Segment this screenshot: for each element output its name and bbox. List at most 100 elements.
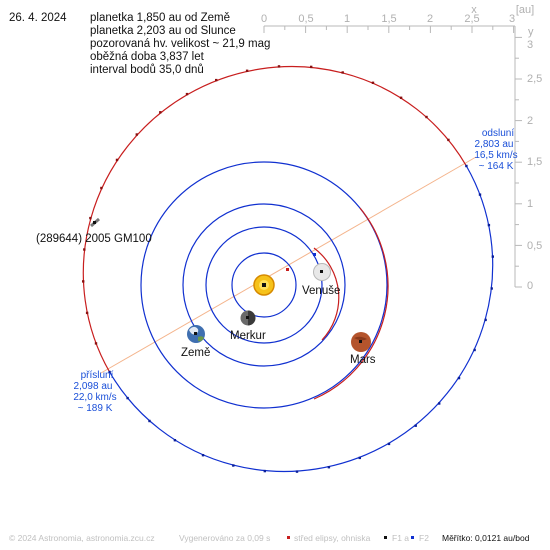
ellipse-center-marker <box>286 268 289 271</box>
y-tick-label: 1 <box>527 198 533 210</box>
orbit-point <box>100 186 103 190</box>
mars-label: Mars <box>350 354 376 366</box>
y-tick-label: 3 <box>527 39 533 51</box>
orbit-point <box>245 69 249 72</box>
aphelion-speed: 16,5 km/s <box>474 150 517 161</box>
orbit-point <box>457 376 461 380</box>
x-tick-label: 3 <box>509 13 515 25</box>
orbit-point <box>358 456 361 460</box>
period-text: oběžná doba 3,837 let <box>90 51 204 63</box>
orbit-point <box>83 248 86 251</box>
asteroid-orbit-red <box>82 65 467 373</box>
orbit-point <box>414 424 417 427</box>
orbit-point <box>185 92 189 96</box>
x-axis-letter: x <box>471 4 477 16</box>
orbit-point <box>201 454 205 457</box>
mars-orbit-red-arc <box>313 207 389 400</box>
earth-orbit <box>182 203 346 367</box>
x-tick-label: 1,5 <box>381 13 396 25</box>
orbit-point <box>126 396 129 400</box>
orbit-point <box>310 65 313 69</box>
perihelion-info: přísluní 2,098 au 22,0 km/s ~ 189 K <box>73 370 116 414</box>
scale-axes <box>263 25 522 288</box>
unit-label: [au] <box>516 4 534 16</box>
inner-red-arc <box>313 247 340 341</box>
perihelion-distance: 2,098 au <box>74 381 113 392</box>
orbit-point <box>277 65 281 68</box>
y-tick-label: 2,5 <box>527 73 542 85</box>
orbit-point <box>173 439 177 442</box>
orbit-point <box>473 348 476 352</box>
x-tick-marks <box>263 26 515 33</box>
x-tick-label: 2,5 <box>464 13 479 25</box>
focus-f2-marker <box>313 253 316 256</box>
mercury-orbit <box>231 252 297 318</box>
orbit-point <box>89 216 92 220</box>
perihelion-title: přísluní <box>81 370 114 381</box>
y-tick-label: 0,5 <box>527 240 542 252</box>
venus-marker <box>320 270 323 273</box>
f1-legend-text: F1 a <box>392 533 409 543</box>
aphelion-info: odsluní 2,803 au 16,5 km/s ~ 164 K <box>474 128 517 172</box>
distance-sun-text: planetka 2,203 au od Slunce <box>90 25 236 37</box>
orbit-point <box>399 96 403 99</box>
y-tick-label: 0 <box>527 280 533 292</box>
interval-text: interval bodů 35,0 dnů <box>90 64 204 76</box>
venus-orbit <box>205 226 323 344</box>
orbit-point <box>425 115 428 119</box>
orbit-point <box>484 318 487 322</box>
orbit-point <box>465 164 468 168</box>
mars <box>351 332 371 352</box>
perihelion-speed: 22,0 km/s <box>73 392 116 403</box>
x-tick-label: 0,5 <box>298 13 313 25</box>
x-tick-label: 1 <box>344 13 350 25</box>
mercury-shade <box>248 310 256 326</box>
sun-focus-marker <box>262 283 266 287</box>
asteroid <box>90 217 100 228</box>
mercury-label: Merkur <box>230 330 266 342</box>
mercury <box>240 310 256 326</box>
center-legend-text: střed elipsy, ohniska <box>294 533 371 543</box>
y-tick-label: 2 <box>527 115 533 127</box>
earth <box>187 325 205 343</box>
earth-land <box>198 336 204 342</box>
venus-label: Venuše <box>302 285 340 297</box>
asteroid-orbit-blue <box>109 165 494 473</box>
date-label: 26. 4. 2024 <box>9 12 67 24</box>
asteroid-orbit-points <box>82 65 494 473</box>
orbit-point <box>491 255 494 258</box>
earth-label: Země <box>181 347 210 359</box>
orbit-point <box>148 419 151 423</box>
orbit-point <box>490 287 493 290</box>
perihelion-temperature: ~ 189 K <box>78 403 113 414</box>
scale-text: Měřítko: 0,0121 au/bod <box>442 533 530 543</box>
x-tick-label: 2 <box>427 13 433 25</box>
orbit-point <box>387 442 391 446</box>
orbit-point <box>82 280 85 283</box>
f2-legend-marker <box>411 536 414 539</box>
magnitude-text: pozorovaná hv. velikost ~ 21,9 mag <box>90 38 271 50</box>
orbit-point <box>438 402 441 405</box>
orbit-point <box>371 81 375 84</box>
sun <box>253 274 275 296</box>
center-legend-marker <box>287 536 290 539</box>
orbit-point <box>487 223 491 227</box>
orbit-point <box>108 370 111 374</box>
copyright-text: © 2024 Astronomia, astronomia.zcu.cz <box>9 533 155 543</box>
mercury-marker <box>246 316 249 319</box>
orbit-point <box>135 133 138 136</box>
distance-earth-text: planetka 1,850 au od Země <box>90 12 231 24</box>
aphelion-temperature: ~ 164 K <box>479 161 514 172</box>
asteroid-marker <box>93 221 96 224</box>
orbit-point <box>215 78 218 82</box>
venus <box>313 263 331 281</box>
mars-feature <box>354 336 367 341</box>
orbit-point <box>295 470 299 473</box>
f1-legend-marker <box>384 536 387 539</box>
orbit-point <box>85 311 89 315</box>
orbit-point <box>341 71 344 74</box>
orbit-point <box>159 111 162 114</box>
mars-marker <box>359 340 362 343</box>
